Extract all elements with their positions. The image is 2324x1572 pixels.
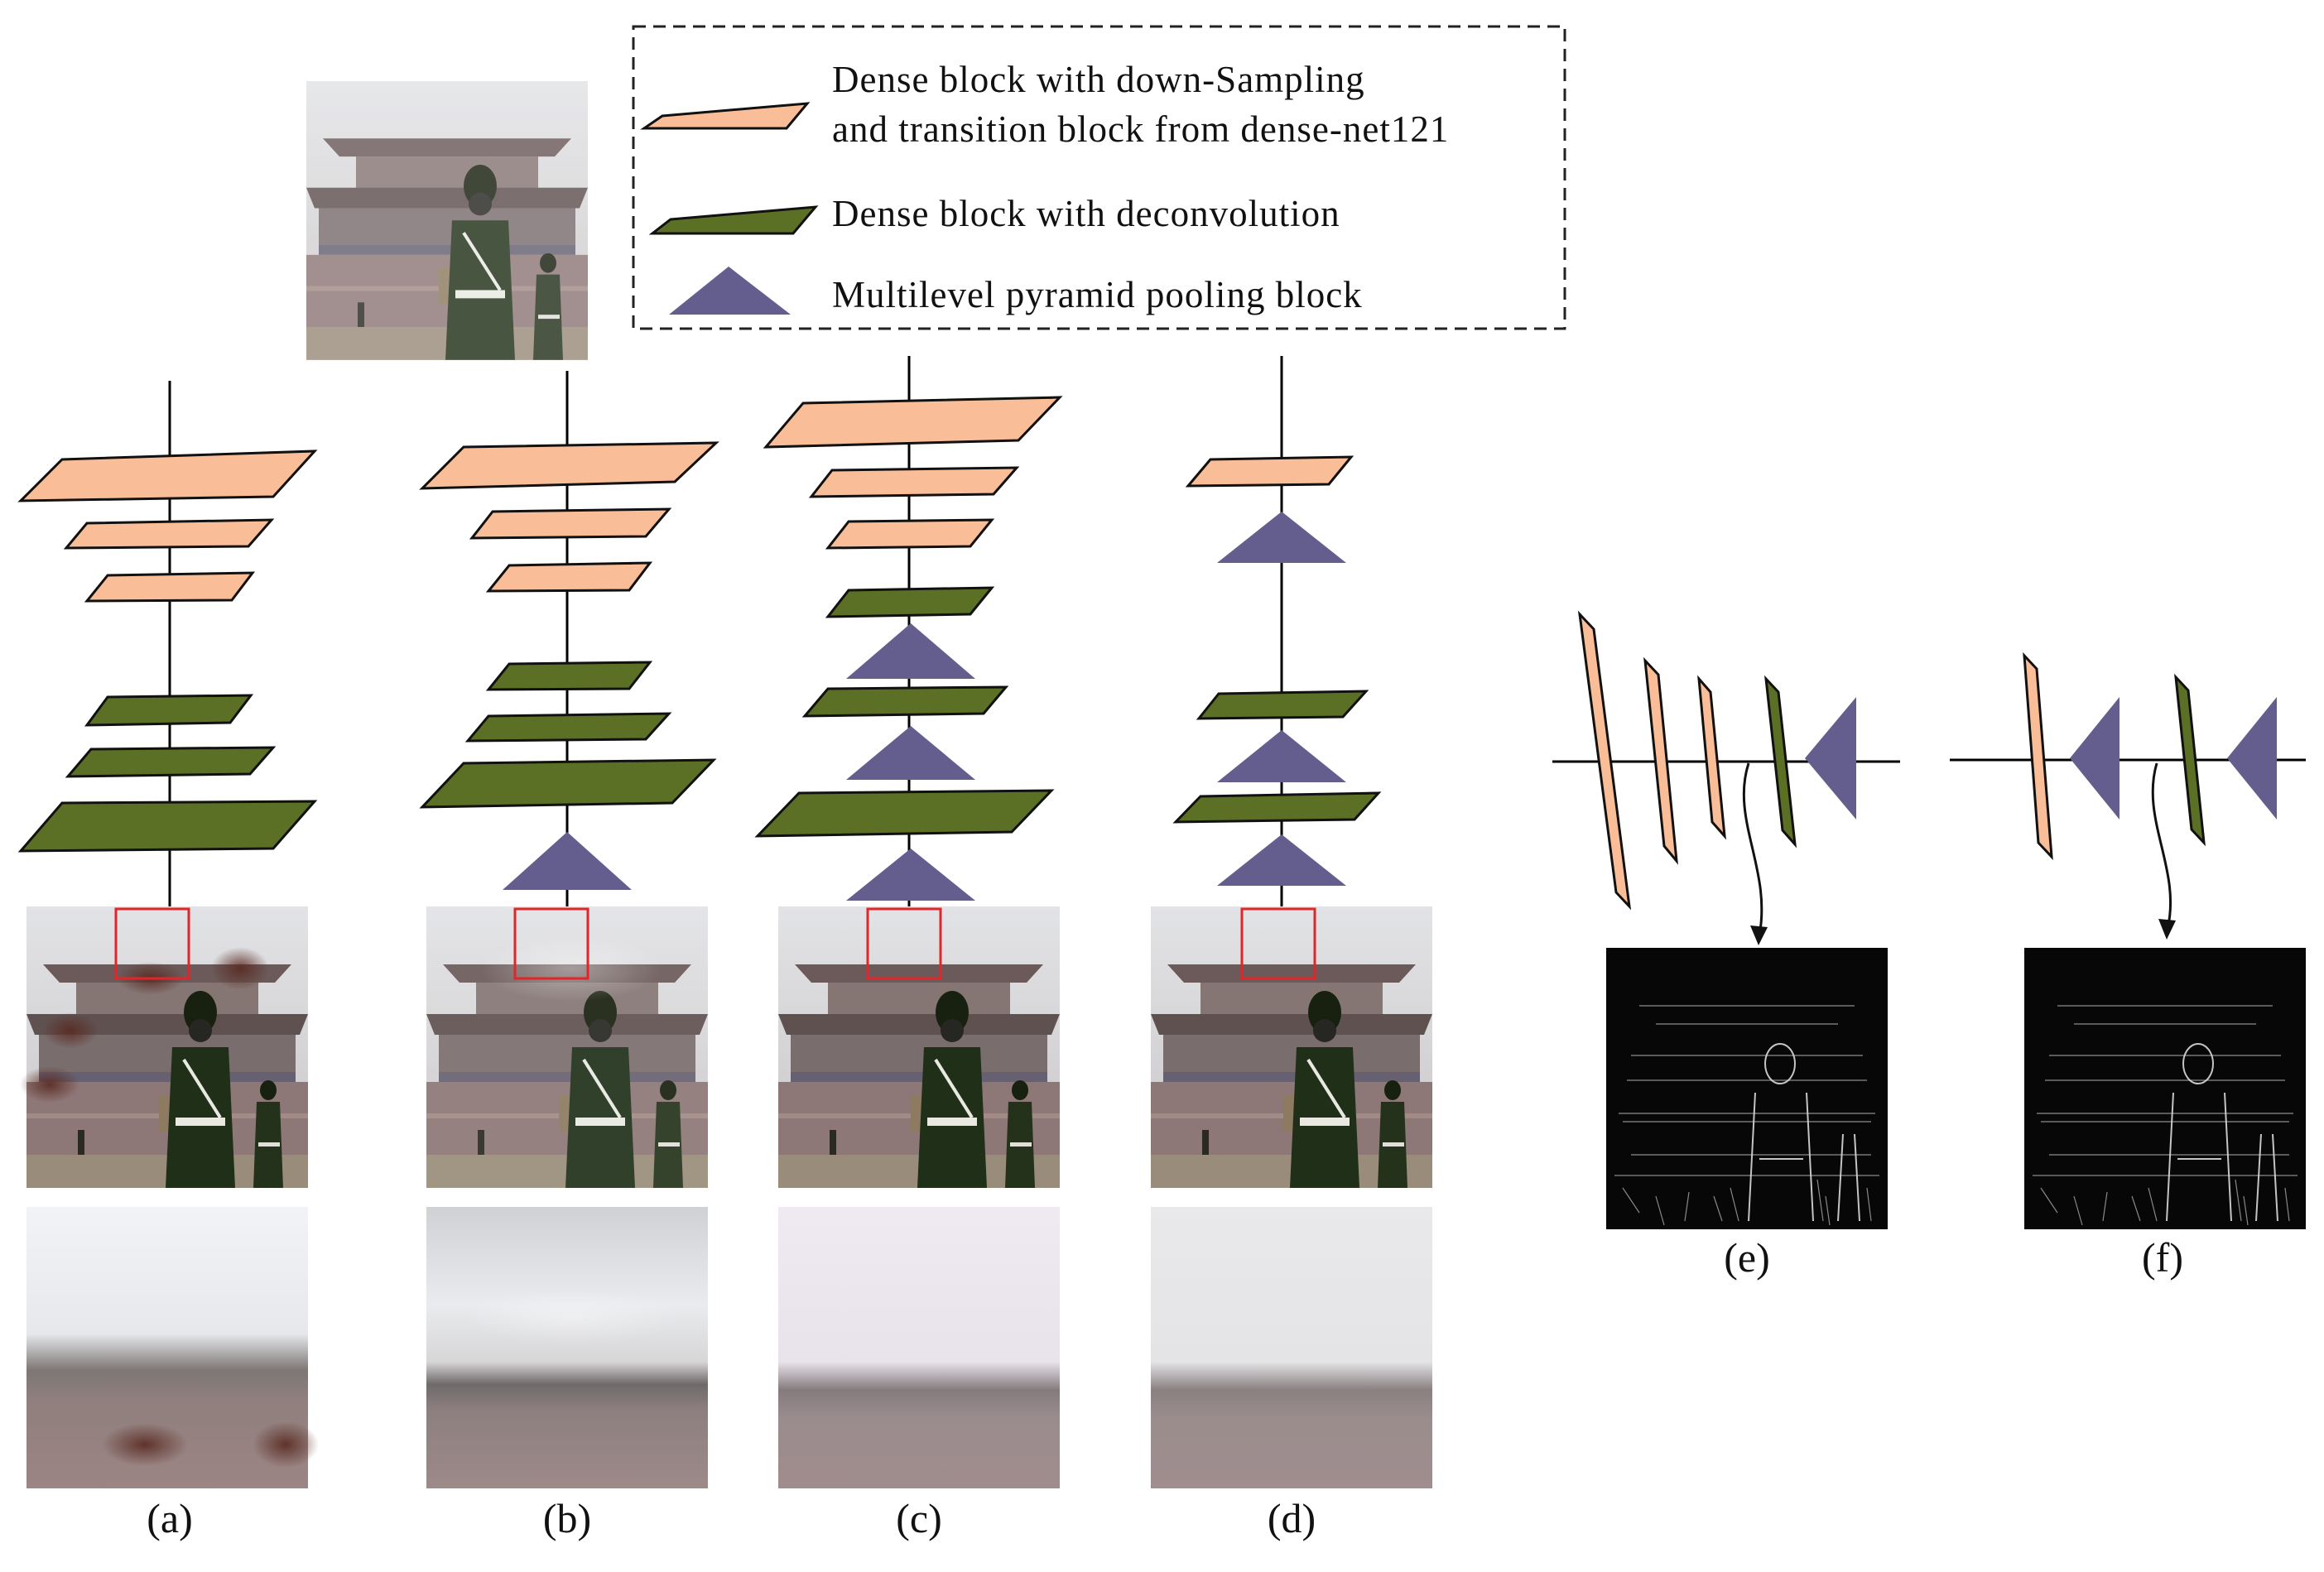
- column-c-pyramid-block-3: [846, 848, 975, 901]
- column-d-pyramid-block-3: [1217, 834, 1346, 886]
- column-a-deconv-block-1: [84, 694, 254, 727]
- panel-e-arrowhead: [1750, 925, 1768, 945]
- column-a-downsample-block-1: [17, 449, 318, 502]
- result-image-a: [20, 905, 310, 1190]
- panel-label-e: (e): [1724, 1234, 1770, 1281]
- column-c-pyramid-block-2: [846, 726, 975, 780]
- column-b-downsample-block-2: [469, 507, 672, 540]
- column-c-downsample-block-1: [763, 396, 1063, 449]
- column-c-deconv-block-1: [825, 586, 995, 618]
- input-image: [305, 79, 589, 362]
- column-a-downsample-block-2: [63, 518, 275, 550]
- column-b-deconv-block-3: [419, 758, 717, 809]
- legend-downsampling-label-line1: Dense block with down-Sampling: [832, 59, 1365, 100]
- legend-box: [632, 25, 1566, 330]
- panel-e-pyramid-block: [1805, 697, 1856, 820]
- column-a-downsample-block-3: [84, 571, 256, 603]
- column-a-deconv-block-2: [65, 746, 277, 778]
- result-image-b: [425, 905, 710, 1190]
- panel-e-downsample-block-2: [1643, 656, 1678, 865]
- panel-label-c: (c): [896, 1495, 942, 1541]
- column-b-deconv-block-1: [485, 661, 653, 691]
- panel-f-arrowhead: [2158, 919, 2176, 940]
- column-d-pyramid-block-1: [1217, 512, 1346, 563]
- column-a-deconv-block-3: [17, 800, 318, 853]
- highlight-box-b: [513, 907, 589, 980]
- panel-f-pyramid-block-2: [2227, 697, 2277, 820]
- column-b-downsample-block-1: [419, 441, 719, 490]
- panel-f-feature-map: [2023, 947, 2307, 1230]
- column-b-deconv-block-2: [464, 712, 672, 743]
- column-d-downsample-block-1: [1185, 455, 1354, 488]
- orange-parallelogram-icon: [640, 102, 811, 130]
- zoomed-crop-c: [778, 1207, 1060, 1488]
- panel-f-downsample-block: [2023, 651, 2053, 861]
- legend-downsampling-label-line2: and transition block from dense-net121: [832, 108, 1450, 150]
- highlight-box-d: [1240, 907, 1316, 980]
- column-c-downsample-block-3: [825, 518, 995, 550]
- result-image-c: [777, 905, 1061, 1190]
- column-b-downsample-block-3: [485, 561, 653, 593]
- zoomed-crop-b: [426, 1207, 708, 1488]
- panel-e-downsample-block-1: [1577, 610, 1632, 911]
- column-d-deconv-block-1: [1196, 690, 1369, 720]
- zoomed-crop-d: [1151, 1207, 1432, 1488]
- green-parallelogram-icon: [648, 205, 819, 235]
- panel-label-d: (d): [1267, 1495, 1316, 1541]
- panel-e-feature-map: [1605, 947, 1889, 1230]
- panel-label-f: (f): [2142, 1234, 2183, 1281]
- panel-e-arrow: [1742, 762, 1763, 936]
- highlight-box-a: [114, 907, 190, 980]
- column-b-pyramid-block: [503, 832, 632, 890]
- column-c-downsample-block-2: [808, 466, 1020, 498]
- legend-pyramid-pooling-label: Multilevel pyramid pooling block: [832, 274, 1363, 315]
- column-c-deconv-block-2: [801, 685, 1009, 718]
- zoomed-crop-a: [26, 1207, 319, 1488]
- column-d-pyramid-block-2: [1217, 730, 1346, 782]
- column-d-deconv-block-2: [1172, 791, 1382, 824]
- highlight-box-c: [866, 907, 942, 980]
- result-image-d: [1149, 905, 1434, 1190]
- column-c-pyramid-block-1: [846, 623, 975, 679]
- column-c-deconv-block-3: [754, 789, 1055, 838]
- panel-e-downsample-block-3: [1697, 675, 1726, 840]
- panel-label-a: (a): [147, 1495, 193, 1541]
- panel-f-pyramid-block-1: [2070, 697, 2120, 820]
- legend-deconvolution-label: Dense block with deconvolution: [832, 193, 1340, 234]
- panel-f-deconv-block: [2174, 673, 2206, 847]
- purple-triangle-icon: [669, 267, 791, 315]
- panel-f-arrow: [2151, 762, 2172, 930]
- panel-e-deconv-block: [1764, 675, 1797, 848]
- panel-label-b: (b): [542, 1495, 592, 1541]
